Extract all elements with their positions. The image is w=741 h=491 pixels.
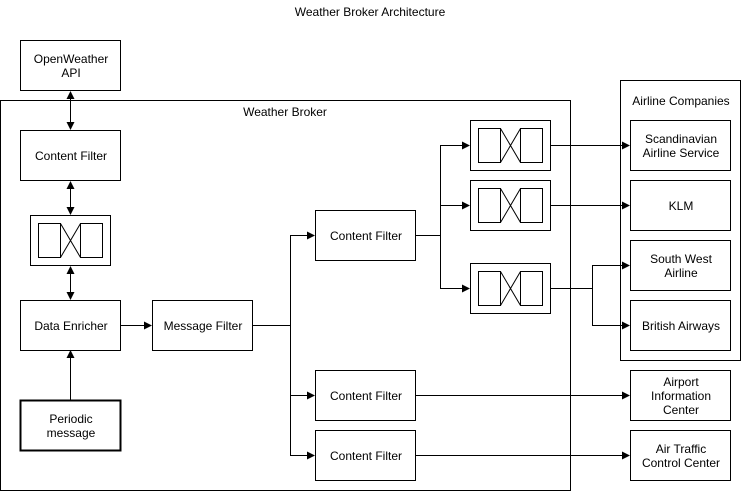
splitter-klm-icon	[470, 180, 551, 231]
atc-box	[630, 430, 731, 481]
edge-fan-cfmid	[290, 231, 315, 326]
sas-box	[630, 120, 731, 171]
message-filter-box	[152, 300, 253, 351]
content-filter-low2-box	[315, 430, 416, 481]
edge-cfmid-low	[440, 235, 470, 293]
periodic-message-box	[19, 399, 122, 452]
content-filter-low2-label: Content Filter	[329, 449, 403, 463]
content-filter-low1-box	[315, 370, 416, 421]
content-filter-mid-label: Content Filter	[329, 229, 403, 243]
periodic-message-label: Periodic message	[46, 412, 96, 440]
airline-companies-label: Airline Companies	[632, 94, 730, 108]
atc-label: Air Traffic Control Center	[641, 442, 721, 470]
content-filter-mid-box	[315, 210, 416, 261]
splitter-left-icon	[30, 215, 111, 266]
content-filter-top-box	[20, 130, 121, 181]
british-box	[630, 300, 731, 351]
southwest-box	[630, 240, 731, 291]
diagram-title: Weather Broker Architecture	[294, 5, 446, 19]
openweather-api-box	[20, 40, 121, 91]
weather-broker-label: Weather Broker	[243, 105, 327, 119]
southwest-label: South West Airline	[650, 252, 712, 280]
sas-label: Scandinavian Airline Service	[642, 132, 720, 160]
airport-info-box	[630, 370, 731, 421]
british-label: British Airways	[641, 319, 721, 333]
openweather-api-label: OpenWeather API	[33, 52, 109, 80]
klm-label: KLM	[668, 199, 694, 213]
message-filter-label: Message Filter	[163, 319, 243, 333]
data-enricher-label: Data Enricher	[34, 319, 108, 333]
content-filter-low1-label: Content Filter	[329, 389, 403, 403]
edge-splitter-british	[592, 288, 630, 330]
edge-splitter-southwest	[592, 261, 630, 289]
splitter-low-icon	[470, 263, 551, 314]
content-filter-top-label: Content Filter	[34, 149, 108, 163]
splitter-sas-icon	[470, 120, 551, 171]
airport-info-label: Airport Information Center	[650, 375, 712, 417]
edge-fan-cflow2	[290, 395, 315, 460]
klm-box	[630, 180, 731, 231]
